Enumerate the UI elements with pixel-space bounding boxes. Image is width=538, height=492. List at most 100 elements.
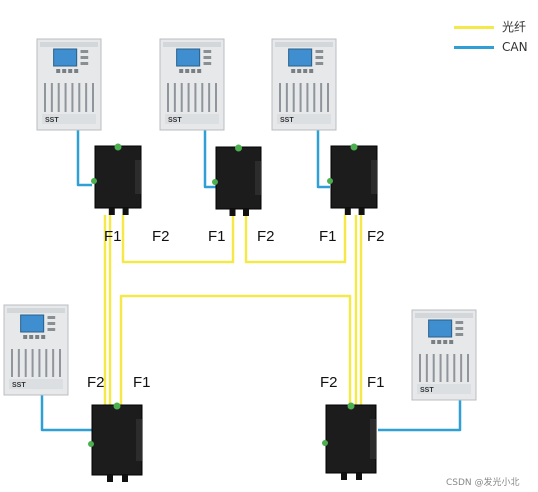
port-label-f2-3: F2: [367, 228, 385, 245]
panel-footer: [417, 384, 471, 394]
can-cable-2: [203, 130, 216, 189]
panel-footer: [277, 114, 331, 124]
panel-indicator: [203, 62, 212, 65]
converter-fiber-port-f2: [122, 208, 129, 215]
port-label-f1-5: F1: [367, 374, 385, 391]
legend-can: CAN: [454, 40, 528, 54]
panel-key: [297, 69, 302, 73]
port-label-f2-4: F2: [87, 374, 105, 391]
panel-indicator: [47, 328, 56, 331]
panel-key: [68, 69, 73, 73]
converter-can-port: [88, 441, 94, 447]
panel-brand-logo: SST: [280, 117, 294, 124]
panel-key: [35, 335, 40, 339]
converter-can-port: [91, 178, 97, 184]
panel-indicator: [455, 321, 464, 324]
panel-footer: [165, 114, 219, 124]
can-cable-3: [316, 130, 330, 189]
panel-key: [179, 69, 184, 73]
port-label-f2-5: F2: [320, 374, 338, 391]
control-panel-2: SST: [159, 38, 225, 131]
fiber-converter-2: [212, 144, 262, 216]
control-panel-4: SST: [3, 304, 69, 396]
port-label-f2-1: F2: [152, 228, 170, 245]
panel-key: [431, 340, 436, 344]
panel-footer: [42, 114, 96, 124]
converter-side-rail: [136, 419, 142, 461]
fiber-converter-3: [327, 143, 378, 215]
panel-key: [29, 335, 34, 339]
panel-indicator: [315, 62, 324, 65]
converter-body: [215, 146, 262, 210]
panel-header-strip: [415, 313, 473, 318]
converter-top-connector: [235, 144, 242, 152]
panel-key: [41, 335, 46, 339]
converter-fiber-port-f1: [341, 473, 347, 480]
control-panel-3: SST: [271, 38, 337, 131]
converter-side-rail: [135, 160, 141, 194]
panel-indicator: [455, 333, 464, 336]
converter-top-connector: [350, 143, 358, 151]
panel-indicator: [47, 316, 56, 319]
port-label-f1-1: F1: [104, 228, 122, 245]
panel-key: [309, 69, 314, 73]
converter-body: [325, 404, 377, 474]
port-label-f1-3: F1: [319, 228, 337, 245]
can-cable-5: [378, 400, 462, 432]
panel-display: [176, 48, 201, 67]
converter-fiber-port-f1: [344, 208, 351, 215]
watermark: CSDN @发光小北: [446, 478, 520, 488]
panel-indicator: [80, 62, 89, 65]
panel-key: [23, 335, 28, 339]
control-panel-1: SST: [36, 38, 102, 131]
converter-fiber-port-f2: [356, 473, 362, 480]
panel-key: [62, 69, 67, 73]
legend-can-label: CAN: [502, 40, 528, 54]
converter-fiber-port-f2: [358, 208, 365, 215]
panel-header-strip: [163, 42, 221, 47]
panel-brand-logo: SST: [420, 387, 434, 394]
panel-display: [20, 314, 45, 333]
panel-key: [443, 340, 448, 344]
legend-fiber-label: 光纤: [502, 20, 527, 34]
panel-indicator: [315, 56, 324, 59]
converter-can-port: [212, 179, 218, 185]
converter-side-rail: [370, 419, 376, 459]
panel-key: [185, 69, 190, 73]
port-label-f1-2: F1: [208, 228, 226, 245]
cables: [40, 130, 462, 432]
converter-fiber-port-f1: [107, 475, 113, 482]
control-panel-5: SST: [411, 309, 477, 401]
converter-body: [330, 145, 378, 209]
panel-key: [56, 69, 61, 73]
panel-indicator: [315, 50, 324, 53]
panel-key: [303, 69, 308, 73]
converter-side-rail: [255, 161, 261, 195]
panel-brand-logo: SST: [168, 117, 182, 124]
legend-fiber: 光纤: [454, 18, 526, 35]
panel-header-strip: [40, 42, 98, 47]
panel-indicator: [80, 50, 89, 53]
fiber-cable-2: [121, 215, 235, 264]
converter-side-rail: [371, 160, 377, 194]
panel-header-strip: [275, 42, 333, 47]
converter-fiber-port-f2: [243, 209, 249, 216]
converter-body: [91, 404, 143, 476]
port-label-f2-2: F2: [257, 228, 275, 245]
converter-body: [94, 145, 142, 209]
panel-indicator: [47, 322, 56, 325]
panel-key: [191, 69, 196, 73]
panel-indicator: [455, 327, 464, 330]
port-label-f1-4: F1: [133, 374, 151, 391]
panel-display: [288, 48, 313, 67]
converter-top-connector: [347, 402, 355, 410]
panel-header-strip: [7, 308, 65, 313]
panel-key: [437, 340, 442, 344]
panel-brand-logo: SST: [12, 382, 26, 389]
converter-can-port: [322, 440, 328, 446]
can-cable-1: [76, 130, 92, 187]
panel-display: [53, 48, 78, 67]
panel-footer: [9, 379, 63, 389]
panel-key: [449, 340, 454, 344]
